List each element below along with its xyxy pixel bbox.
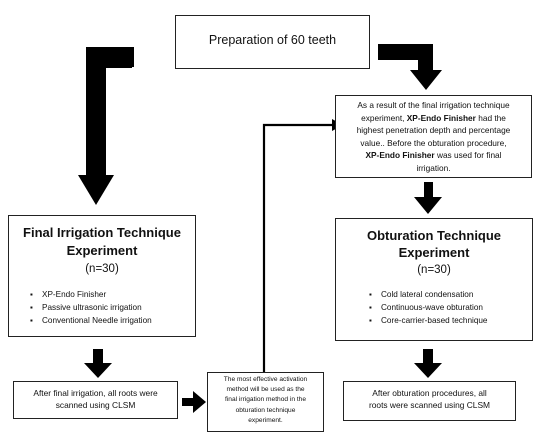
- scan-obturation-box: [343, 381, 516, 421]
- activation-line-3: final irrigation method in the: [224, 396, 306, 404]
- arrow-top-to-right: [378, 44, 442, 90]
- scan-irrigation-box: [13, 381, 178, 419]
- scan-irrigation-text: After final irrigation, all roots were s…: [13, 387, 178, 411]
- activation-line-5: experiment.: [248, 416, 283, 424]
- list-item: Passive ultrasonic irrigation: [42, 301, 152, 314]
- obturation-list: Cold lateral condensation Continuous-wav…: [347, 288, 488, 327]
- list-item: Continuous-wave obturation: [381, 301, 488, 314]
- scan-obturation-line-1: After obturation procedures, all: [372, 388, 487, 398]
- preparation-box: [175, 15, 370, 69]
- result-line-2: experiment, XP-Endo Finisher had the: [361, 112, 506, 123]
- activation-line-1: The most effective activation: [223, 376, 308, 383]
- final-irrigation-n: (n=30): [85, 263, 119, 275]
- scan-obturation-text: After obturation procedures, all roots w…: [343, 387, 516, 411]
- list-item: Core-carrier-based technique: [381, 314, 488, 327]
- scan-obturation-line-2: roots were scanned using CLSM: [368, 400, 491, 410]
- arrow-top-to-left: [78, 47, 132, 205]
- final-irrigation-title-1: Final Irrigation Technique: [23, 225, 181, 240]
- result-line-6: irrigation.: [416, 162, 451, 173]
- arrow-result-to-obturation: [414, 182, 442, 214]
- activation-note-text: The most effective activation method wil…: [207, 375, 324, 426]
- result-box: [335, 95, 532, 178]
- arrow-bottom-left-to-mid: [182, 391, 206, 413]
- obturation-title-1: Obturation Technique: [366, 228, 502, 243]
- arrow-left-down: [84, 349, 112, 378]
- activation-line-4: obturation technique: [235, 406, 296, 414]
- list-item: Conventional Needle irrigation: [42, 314, 152, 327]
- result-line-4: value.. Before the obturation procedure,: [360, 137, 507, 148]
- activation-line-2: method will be used as the: [226, 386, 305, 394]
- list-item: Cold lateral condensation: [381, 288, 488, 301]
- preparation-title: Preparation of 60 teeth: [208, 33, 337, 47]
- obturation-title-2: Experiment: [398, 245, 470, 260]
- obturation-n: (n=30): [417, 264, 451, 276]
- arrow-top-to-left-bar: [86, 47, 134, 67]
- result-line-5: XP-Endo Finisher was used for final: [365, 150, 502, 160]
- activation-note-box: [207, 372, 324, 432]
- final-irrigation-list: XP-Endo Finisher Passive ultrasonic irri…: [8, 288, 152, 327]
- list-item: XP-Endo Finisher: [42, 288, 152, 301]
- arrow-right-down: [414, 349, 442, 378]
- line-mid-to-result: [262, 123, 333, 372]
- result-line-1: As a result of the final irrigation tech…: [357, 100, 510, 110]
- final-irrigation-title-2: Experiment: [66, 243, 138, 258]
- scan-irrigation-line-1: After final irrigation, all roots were: [33, 388, 158, 398]
- result-text: As a result of the final irrigation tech…: [335, 99, 532, 174]
- scan-irrigation-line-2: scanned using CLSM: [55, 400, 136, 410]
- result-line-3: highest penetration depth and percentage: [356, 125, 511, 135]
